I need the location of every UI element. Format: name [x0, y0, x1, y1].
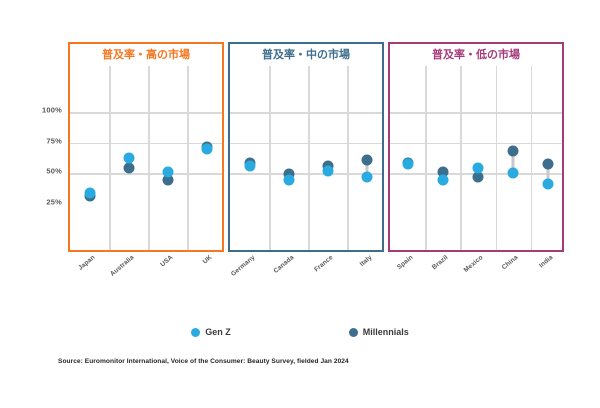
data-point-millennials: [123, 162, 134, 174]
y-axis-tick-label: 25%: [46, 197, 62, 206]
chart-legend: Gen Z Millennials: [0, 322, 600, 342]
x-axis-tick-label: Brazil: [430, 254, 450, 272]
data-point-genz: [123, 152, 134, 164]
data-point-millennials: [361, 154, 372, 166]
gridline-horizontal: [390, 142, 562, 144]
legend-item: Gen Z: [191, 327, 231, 337]
gridline-horizontal: [70, 173, 222, 175]
y-axis-tick-label: 50%: [46, 166, 62, 176]
gridline-vertical: [109, 66, 111, 250]
gridline-vertical: [495, 66, 498, 250]
gridline-horizontal: [70, 142, 222, 144]
panel-plot-area: [230, 66, 382, 250]
data-point-millennials: [283, 168, 294, 180]
x-axis-tick-label: Germany: [229, 254, 256, 278]
y-axis-tick-label: 75%: [46, 136, 62, 145]
gridline-horizontal: [230, 173, 382, 175]
gridline-vertical: [530, 66, 533, 250]
connector-line: [365, 159, 368, 177]
data-point-millennials: [507, 145, 519, 157]
chart-panel: 普及率・中の市場: [228, 42, 384, 252]
x-axis-labels: Japan Australia USA UK Germany Canada France It…: [0, 254, 600, 314]
panel-title: 普及率・低の市場: [432, 48, 520, 61]
data-point-genz: [322, 165, 333, 177]
gridline-vertical: [187, 66, 189, 250]
source-note: Source: Euromonitor International, Voice…: [58, 358, 349, 365]
data-point-genz: [84, 187, 95, 199]
data-point-genz: [162, 166, 173, 178]
data-point-genz: [507, 167, 519, 179]
gridline-horizontal: [230, 112, 382, 114]
legend-label: Millennials: [362, 327, 409, 337]
x-axis-tick-label: Mexico: [462, 254, 485, 274]
gridline-vertical: [347, 66, 349, 250]
x-axis-tick-label: France: [312, 254, 334, 274]
gridline-horizontal: [230, 142, 382, 144]
data-point-genz: [542, 178, 554, 190]
data-point-millennials: [437, 166, 449, 178]
panel-title: 普及率・高の市場: [102, 48, 190, 61]
legend-label: Gen Z: [205, 327, 231, 337]
data-point-genz: [283, 174, 294, 186]
gridline-vertical: [148, 66, 150, 250]
y-axis-tick-label: 100%: [42, 105, 62, 115]
y-axis: 100% 75% 50% 25%: [10, 0, 62, 408]
x-axis-tick-label: India: [538, 254, 555, 270]
gridline-horizontal: [70, 112, 222, 114]
data-point-genz: [361, 171, 372, 183]
data-point-genz: [244, 160, 255, 172]
panel-plot-area: [70, 66, 222, 250]
legend-swatch-icon: [348, 327, 358, 337]
legend-swatch-icon: [191, 327, 201, 337]
x-axis-tick-label: UK: [201, 254, 213, 266]
gridline-vertical: [269, 66, 271, 250]
data-point-genz: [472, 162, 484, 174]
x-axis-tick-label: USA: [158, 254, 174, 269]
x-axis-tick-label: Canada: [272, 254, 295, 275]
connector-line: [546, 164, 550, 184]
chart-panel: 普及率・低の市場: [388, 42, 564, 252]
x-axis-tick-label: Spain: [395, 254, 415, 272]
x-axis-tick-label: Italy: [358, 254, 373, 269]
legend-item: Millennials: [348, 327, 409, 337]
chart-panel: 普及率・高の市場: [68, 42, 224, 252]
data-point-millennials: [162, 174, 173, 186]
x-axis-tick-label: China: [500, 254, 520, 272]
gridline-vertical: [425, 66, 427, 250]
gridline-horizontal: [390, 112, 562, 114]
x-axis-tick-label: Japan: [76, 254, 96, 272]
gridline-vertical: [460, 66, 462, 250]
gridline-vertical: [308, 66, 310, 250]
data-point-millennials: [542, 158, 554, 170]
data-point-genz: [402, 158, 414, 170]
x-axis-tick-label: Australia: [108, 254, 135, 278]
connector-line: [511, 151, 515, 173]
data-point-genz: [201, 143, 212, 155]
panel-plot-area: [390, 66, 562, 250]
data-point-millennials: [472, 171, 484, 183]
panel-title: 普及率・中の市場: [262, 48, 350, 61]
data-point-genz: [437, 174, 449, 186]
